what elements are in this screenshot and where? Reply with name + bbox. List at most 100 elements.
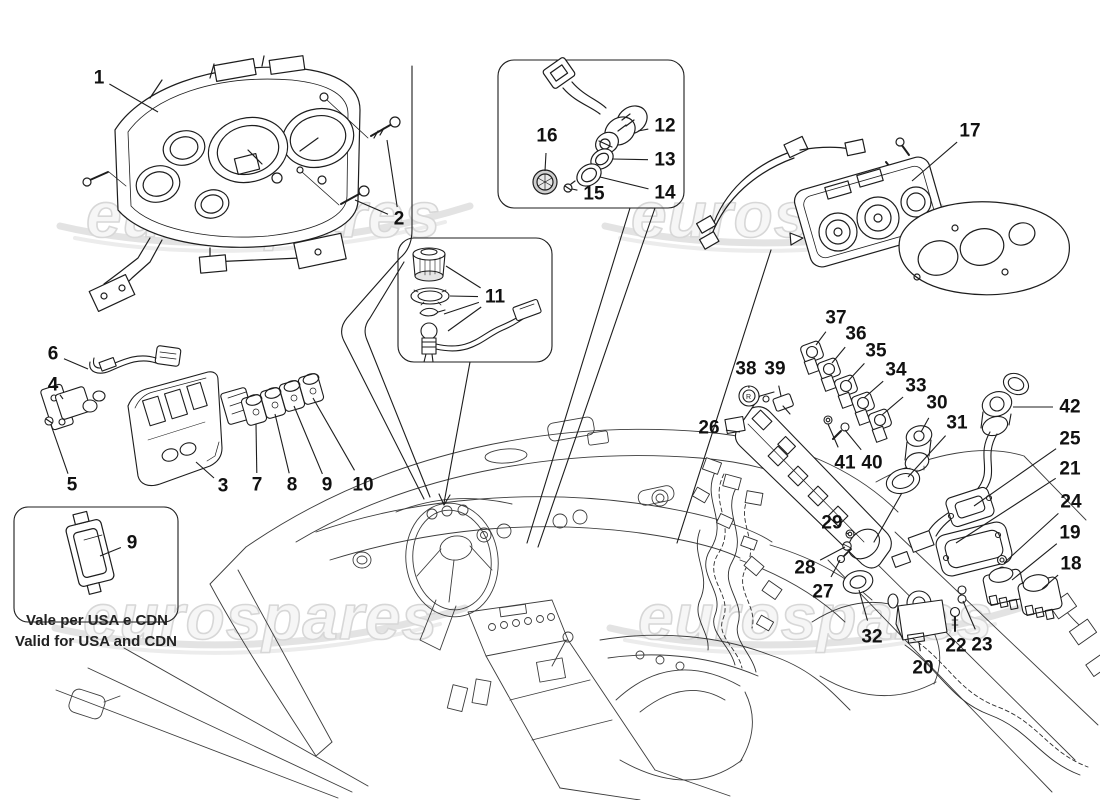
callout-40: 40 <box>861 452 883 474</box>
usa-cdn-switch <box>65 510 115 595</box>
left-switch-group <box>40 345 325 487</box>
instrument-cluster <box>82 55 401 313</box>
callout-19: 19 <box>1059 522 1081 544</box>
callout-34: 34 <box>885 359 907 381</box>
leader-line <box>881 396 904 416</box>
callout-6: 6 <box>47 343 59 365</box>
callout-39: 39 <box>764 358 786 380</box>
callout-36: 36 <box>845 323 867 345</box>
leader-line <box>819 546 846 561</box>
callout-42: 42 <box>1059 396 1081 418</box>
callout-3: 3 <box>217 475 229 497</box>
leader-line <box>831 346 846 364</box>
callout-30: 30 <box>926 392 948 414</box>
leader-line <box>844 429 862 451</box>
callout-2: 2 <box>393 208 405 230</box>
leader-line <box>973 448 1057 507</box>
callout-37: 37 <box>825 307 847 329</box>
leader-line <box>830 559 841 578</box>
callout-13: 13 <box>654 149 676 171</box>
inset-note-line1: Vale per USA e CDN <box>26 612 168 629</box>
leader-line <box>845 532 849 535</box>
leader-line <box>99 546 122 557</box>
callout-7: 7 <box>251 474 263 496</box>
balloon-outlines <box>13 59 772 623</box>
leader-line <box>571 188 578 191</box>
leader-line <box>1003 512 1059 564</box>
leader-line <box>1011 543 1058 581</box>
leader-line <box>599 176 649 190</box>
callout-25: 25 <box>1059 428 1081 450</box>
leader-line <box>907 435 947 478</box>
watermark-text: eurospares <box>83 581 438 653</box>
callout-10: 10 <box>352 474 374 496</box>
callout-38: 38 <box>735 358 757 380</box>
cockpit-sketch <box>55 416 1099 800</box>
leader-line <box>611 158 649 161</box>
leader-line <box>50 424 69 474</box>
callout-8: 8 <box>286 474 298 496</box>
callout-14: 14 <box>654 182 676 204</box>
leader-line <box>858 589 869 621</box>
callout-24: 24 <box>1060 491 1082 513</box>
callout-5: 5 <box>66 474 78 496</box>
callout-9: 9 <box>321 474 333 496</box>
leader-line <box>312 397 355 471</box>
leader-line <box>815 331 827 346</box>
callout-31: 31 <box>946 412 968 434</box>
leader-line <box>637 128 649 132</box>
callout-23: 23 <box>971 634 993 656</box>
cigar-lighter-parts <box>532 57 648 195</box>
leader-line <box>59 394 64 400</box>
leader-line <box>962 600 976 630</box>
callout-29: 29 <box>821 512 843 534</box>
leader-line <box>449 295 479 298</box>
leader-line <box>354 199 389 215</box>
leader-line <box>1041 574 1059 590</box>
ac-control-unit <box>695 135 1070 296</box>
leader-line <box>778 385 782 397</box>
leader-line <box>544 152 547 172</box>
callout-41: 41 <box>834 452 856 474</box>
svg-text:R: R <box>746 394 751 401</box>
leader-line <box>255 423 258 474</box>
leader-line <box>63 358 89 370</box>
leader-line <box>847 363 865 382</box>
leader-line <box>920 417 930 433</box>
sensor-bulb-parts <box>410 247 542 363</box>
callout-32: 32 <box>861 626 883 648</box>
callout-12: 12 <box>654 115 676 137</box>
right-parts-group: R <box>691 340 1100 776</box>
callout-1: 1 <box>93 67 105 89</box>
callout-33: 33 <box>905 375 927 397</box>
leader-line <box>109 83 159 113</box>
leader-line <box>911 141 958 182</box>
leader-line <box>195 461 215 479</box>
callout-15: 15 <box>583 183 605 205</box>
leader-line <box>725 429 741 433</box>
inset-note-line2: Valid for USA and CDN <box>15 633 177 650</box>
leader-line <box>386 139 398 208</box>
callout-9: 9 <box>126 532 138 554</box>
leader-line <box>447 306 482 332</box>
callout-4: 4 <box>47 374 59 396</box>
callout-26: 26 <box>698 417 720 439</box>
leader-line <box>827 423 839 448</box>
leader-line <box>445 265 481 289</box>
leader-line <box>443 301 480 315</box>
leader-line <box>918 642 921 652</box>
leader-line <box>274 413 290 474</box>
leader-line <box>863 380 884 399</box>
callout-28: 28 <box>794 557 816 579</box>
callout-35: 35 <box>865 340 887 362</box>
callout-18: 18 <box>1060 553 1082 575</box>
callout-17: 17 <box>959 120 981 142</box>
callout-22: 22 <box>945 635 967 657</box>
callout-20: 20 <box>912 657 934 679</box>
callout-11: 11 <box>484 286 506 308</box>
callout-21: 21 <box>1059 458 1081 480</box>
